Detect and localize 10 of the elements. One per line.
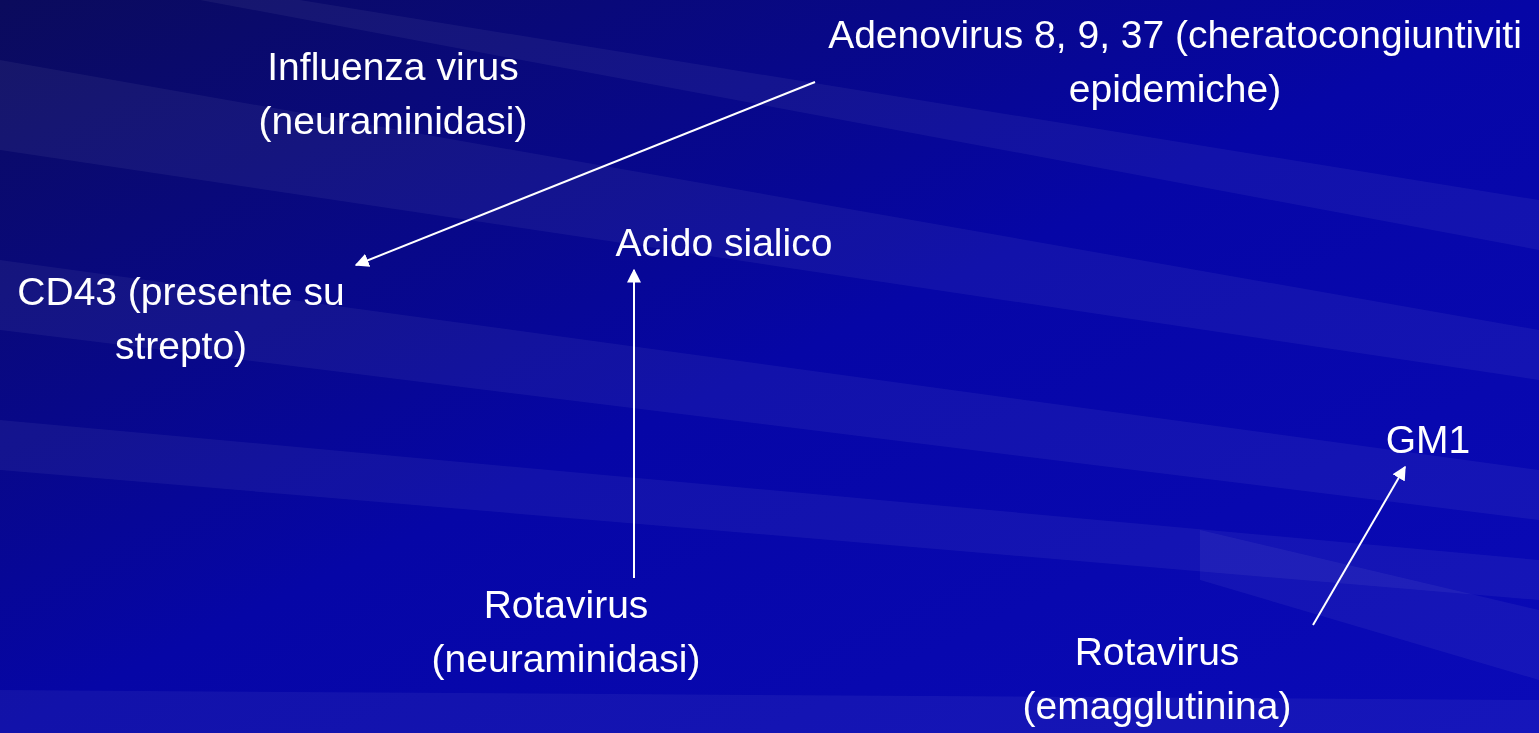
node-label: Adenovirus 8, 9, 37 (cheratocongiuntiviti epidemiche) [827,12,1523,112]
node-label: Rotavirus (neuraminidasi) [430,582,702,682]
node-label: Influenza virus (neuraminidasi) [257,44,529,144]
node-label: CD43 (presente su strepto) [16,269,346,369]
arrow [1312,465,1406,626]
arrow [354,81,816,267]
node-label: GM1 [1385,417,1471,463]
node-label: Acido sialico [615,220,833,266]
arrow [627,268,641,579]
node-label: Rotavirus (emagglutinina) [1021,629,1293,729]
